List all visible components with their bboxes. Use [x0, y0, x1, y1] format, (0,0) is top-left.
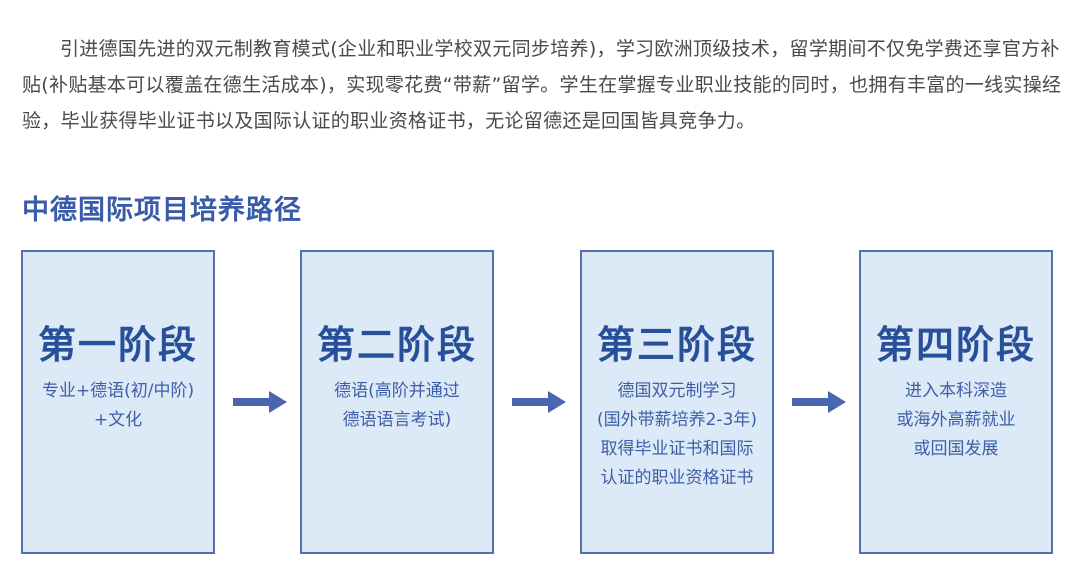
stage-3-box: 第三阶段 德国双元制学习 (国外带薪培养2-3年) 取得毕业证书和国际 认证的职… — [580, 250, 774, 554]
stage-desc: 德国双元制学习 (国外带薪培养2-3年) 取得毕业证书和国际 认证的职业资格证书 — [596, 381, 758, 488]
section-heading: 中德国际项目培养路径 — [22, 195, 302, 226]
stage-desc: 德语(高阶并通过 德语语言考试) — [334, 381, 460, 430]
stage-2-box: 第二阶段 德语(高阶并通过 德语语言考试) — [300, 250, 494, 554]
stage-4-box: 第四阶段 进入本科深造 或海外高薪就业 或回国发展 — [859, 250, 1053, 554]
stage-title: 第三阶段 — [596, 323, 757, 367]
stage-desc: 专业+德语(初/中阶) +文化 — [41, 381, 195, 430]
arrow-right-icon — [233, 391, 287, 413]
arrow-right-icon — [792, 391, 846, 413]
intro-paragraph: 引进德国先进的双元制教育模式(企业和职业学校双元同步培养)，学习欧洲顶级技术，留… — [22, 38, 1062, 132]
stage-title: 第一阶段 — [37, 323, 198, 367]
stage-1-box: 第一阶段 专业+德语(初/中阶) +文化 — [21, 250, 215, 554]
stage-title: 第二阶段 — [316, 323, 477, 367]
arrow-right-icon — [512, 391, 566, 413]
stage-title: 第四阶段 — [875, 323, 1036, 367]
stage-desc: 进入本科深造 或海外高薪就业 或回国发展 — [896, 381, 1016, 459]
